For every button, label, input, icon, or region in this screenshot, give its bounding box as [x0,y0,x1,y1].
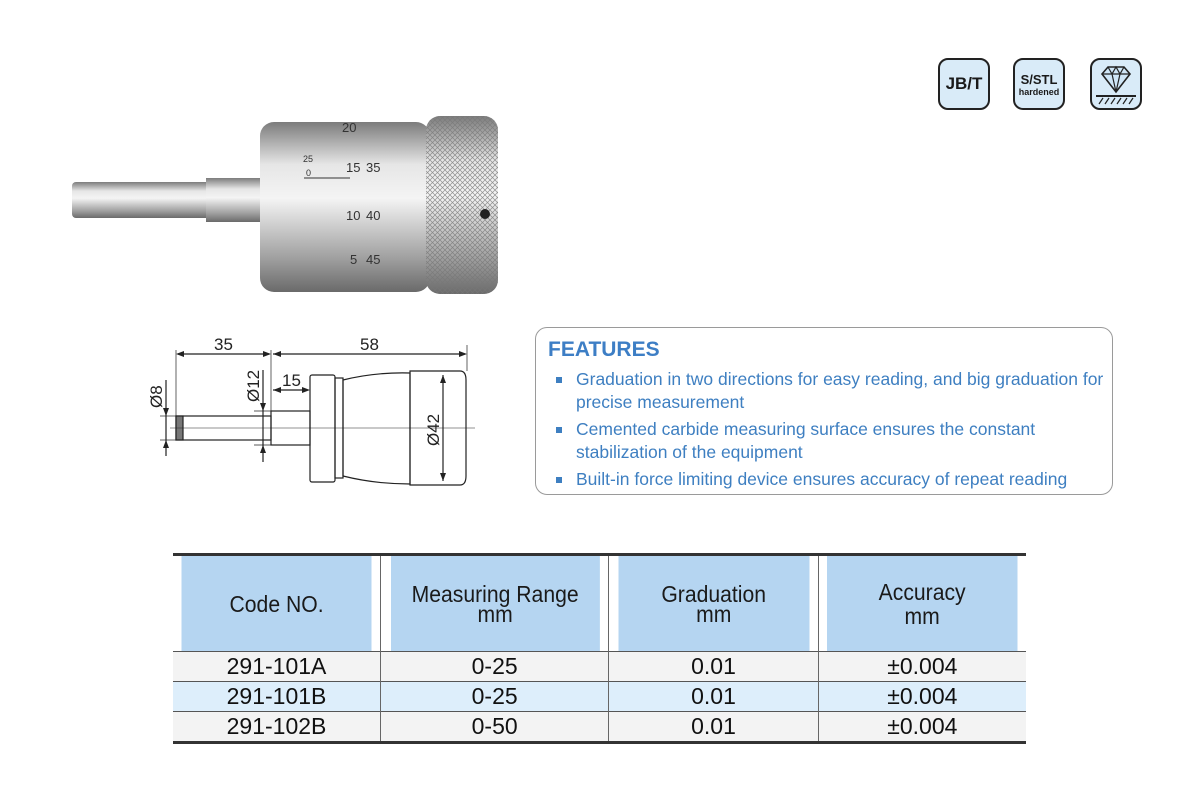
dim-label: 15 [282,371,301,390]
cell: 0-50 [380,711,609,744]
badge-sublabel: hardened [1018,86,1060,97]
cell: ±0.004 [817,711,1026,744]
svg-text:5: 5 [350,252,357,267]
feature-text: Built-in force limiting device ensures a… [576,469,1068,489]
dim-label: 35 [214,335,233,354]
svg-text:35: 35 [366,160,380,175]
dim-label: Ø42 [424,414,443,446]
cell: 0-25 [380,651,609,682]
cell: 291-101A [173,651,381,682]
cell: ±0.004 [817,681,1026,712]
header-code: Code NO. [181,553,373,652]
cell: 0.01 [608,711,819,744]
feature-item: Cemented carbide measuring surface ensur… [556,418,1106,464]
diamond-icon [1096,65,1136,105]
bullet-icon [556,477,562,483]
cell: 291-102B [173,711,381,744]
scale-numbers: 25 0 20 15 10 5 35 40 45 [303,120,380,267]
feature-text: Cemented carbide measuring surface ensur… [576,419,1036,462]
bullet-icon [556,377,562,383]
badge-label: S/STL [1020,71,1058,87]
features-box: FEATURES Graduation in two directions fo… [535,327,1113,495]
feature-item: Built-in force limiting device ensures a… [556,468,1106,491]
feature-item: Graduation in two directions for easy re… [556,368,1106,414]
dim-label: Ø12 [244,370,263,402]
cell: 0-25 [380,681,609,712]
bullet-icon [556,427,562,433]
svg-text:25: 25 [303,154,313,164]
cell: ±0.004 [817,651,1026,682]
cell: 0.01 [608,681,819,712]
jbt-standard-badge: JB/T [938,58,990,110]
svg-text:40: 40 [366,208,380,223]
dimension-drawing: 35 58 15 Ø8 Ø12 Ø42 [147,335,475,486]
features-title: FEATURES [548,338,660,361]
cell: 0.01 [608,651,819,682]
feature-text: Graduation in two directions for easy re… [576,369,1104,412]
svg-text:45: 45 [366,252,380,267]
svg-text:20: 20 [342,120,356,135]
svg-text:0: 0 [306,168,311,178]
dim-label: Ø8 [147,385,166,408]
micrometer-head-photo: 25 0 20 15 10 5 35 40 45 [72,116,498,294]
cell: 291-101B [173,681,381,712]
badge-label: JB/T [945,74,983,93]
dim-label: 58 [360,335,379,354]
carbide-badge [1090,58,1142,110]
svg-text:15: 15 [346,160,360,175]
svg-text:10: 10 [346,208,360,223]
